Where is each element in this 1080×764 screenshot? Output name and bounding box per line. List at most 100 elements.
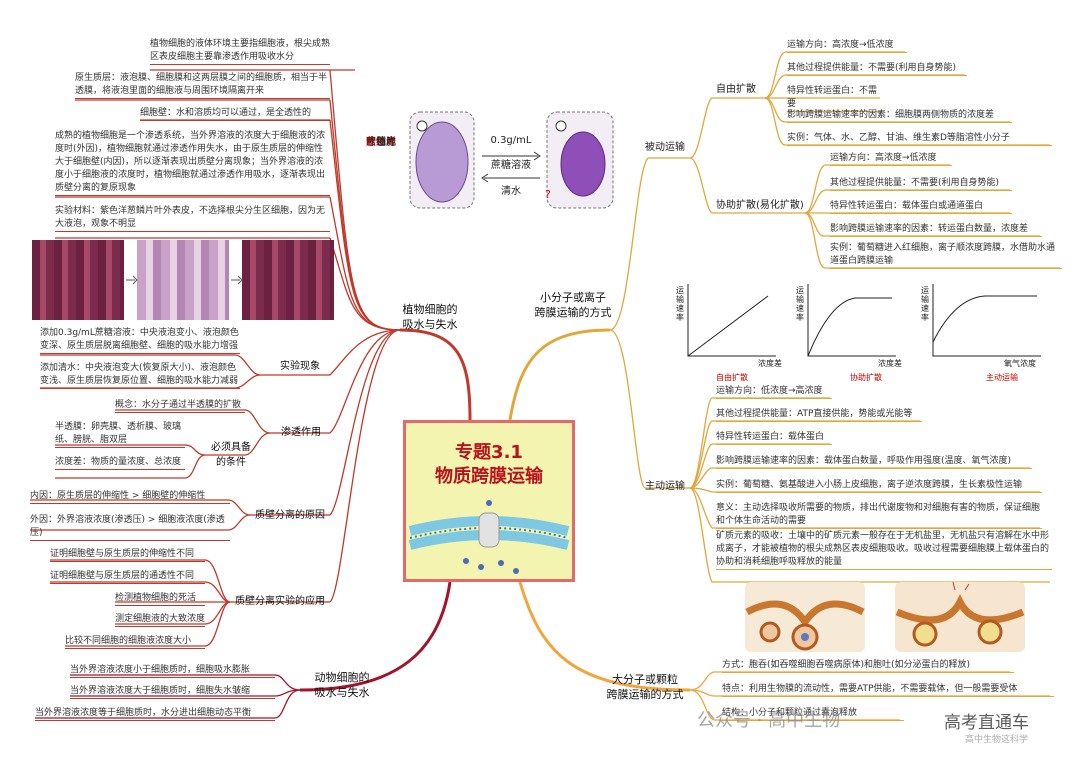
graph2-xlabel: 浓度差: [878, 359, 902, 368]
condition-concentration: 浓度差：物质的量浓度、总浓度: [55, 456, 185, 470]
active-item-3: 特异性转运蛋白：载体蛋白: [716, 431, 832, 445]
exocytosis-illustration: [895, 582, 1025, 652]
animal-label-line1: 动物细胞的: [314, 671, 370, 684]
graph1-xlabel: 浓度差: [758, 359, 782, 368]
micrograph-plasmolysis-after: [242, 240, 334, 320]
application-2: 证明细胞壁与原生质层的通透性不同: [50, 570, 205, 584]
graph1-caption: 自由扩散: [716, 373, 748, 382]
experiment-label: 实验现象: [280, 361, 320, 372]
watermark-subtitle: 高中生物这科学: [965, 735, 1029, 745]
passive-transport-label: 被动运输: [645, 142, 685, 153]
reason-external: 外因：外界溶液浓度(渗透压) > 细胞液浓度(渗透压): [30, 514, 230, 541]
sucrose-solution-label: 蔗糖溶液: [491, 160, 531, 171]
plant-note-4: 成熟的植物细胞是一个渗透系统，当外界溶液的浓度大于细胞液的浓度时(外因)，植物细…: [55, 130, 330, 196]
endocytosis-illustration: [745, 582, 865, 652]
question-mark: ?: [545, 188, 551, 201]
plasmolysis-reason-label: 质壁分离的原因: [255, 510, 325, 521]
active-item-2: 其他过程提供能量：ATP直接供能，势能或光能等: [716, 408, 922, 422]
water-label: 清水: [501, 186, 521, 197]
exchange-arrows: [481, 151, 541, 183]
facilitated-item-1: 运输方向：高浓度→低浓度: [830, 152, 952, 166]
active-item-5: 实例：葡萄糖、氨基酸进入小肠上皮细胞，离子逆浓度跨膜，生长素极性运输: [716, 479, 1042, 493]
large-label-line2: 跨膜运输的方式: [606, 688, 684, 701]
onion-cell-normal: [409, 111, 475, 209]
graph3-ylabel: 运输速率: [921, 286, 929, 322]
cell-caption-line1: 紫色洋: [366, 137, 396, 148]
facilitated-item-3: 特异性转运蛋白：载体蛋白或通道蛋白: [830, 200, 1012, 214]
graph1-ylabel: 运输速率: [676, 286, 684, 322]
osmosis-concept: 概念：水分子通过半透膜的扩散: [115, 399, 245, 413]
watermark-account: 公众号 · 高中生物: [697, 710, 841, 731]
large-item-structure: 结构：小分子和颗粒通过囊泡释放: [722, 707, 904, 721]
active-item-4: 影响跨膜运输速率的因素：载体蛋白数量，呼吸作用强度(温度、氧气浓度): [716, 455, 1032, 469]
center-title-line2: 物质跨膜运输: [435, 466, 543, 487]
graph2-caption: 协助扩散: [850, 373, 882, 382]
onion-cell-plasmolyzed: [546, 111, 614, 209]
graph-active-transport: [932, 284, 1041, 357]
center-topic: 专题3.1 物质跨膜运输: [403, 420, 575, 582]
animal-item-2: 当外界溶液浓度大于细胞质时，细胞失水皱缩: [70, 685, 275, 699]
watermark-brand: 高考直通车: [944, 713, 1029, 733]
required-conditions-label: 必须具备 的条件: [203, 440, 259, 470]
plant-cell-branch-label: 植物细胞的 吸水与失水: [380, 302, 480, 332]
animal-item-3: 当外界溶液浓度等于细胞质时，水分进出细胞动态平衡: [35, 707, 275, 721]
cell-caption-part-c: 皮: [366, 137, 376, 148]
cell-caption-part-a: 叶: [366, 137, 376, 148]
application-4: 测定细胞液的大致浓度: [115, 613, 205, 627]
plant-label-line2: 吸水与失水: [402, 318, 458, 331]
free-item-2: 其他过程提供能量：不需要(利用自身势能): [787, 62, 967, 76]
condition-membrane: 半透膜：卵壳膜、透析膜、玻璃纸、膀胱、脂双层: [55, 421, 185, 448]
conditions-line1: 必须具备: [211, 442, 251, 453]
active-transport-label: 主动运输: [645, 481, 685, 492]
large-label-line1: 大分子或颗粒: [612, 673, 678, 686]
micrograph-arrows: [126, 275, 243, 285]
graph2-ylabel: 运输速率: [796, 286, 804, 322]
free-item-3: 特异性转运蛋白：不需要: [787, 85, 882, 112]
application-1: 证明细胞壁与原生质层的伸缩性不同: [50, 548, 205, 562]
free-diffusion-label: 自由扩散: [716, 84, 756, 95]
animal-item-1: 当外界溶液浓度小于细胞质时，细胞吸水膨胀: [70, 664, 275, 678]
small-molecule-branch-label: 小分子或离子 跨膜运输的方式: [520, 290, 626, 320]
reason-internal: 内因：原生质层的伸缩性 > 细胞壁的伸缩性: [30, 490, 230, 504]
applications-label: 质壁分离实验的应用: [235, 596, 325, 607]
graph3-xlabel: 氧气浓度: [1004, 359, 1036, 368]
facilitated-diffusion-label: 协助扩散(易化扩散): [716, 200, 804, 211]
plant-note-3: 细胞壁：水和溶质均可以通过，是全透性的: [140, 107, 330, 121]
active-item-1: 运输方向：低浓度→高浓度: [716, 385, 832, 399]
cell-caption-part-d: 细胞: [376, 137, 396, 148]
cell-caption-part-b: 外表: [376, 137, 396, 148]
large-molecule-branch-label: 大分子或颗粒 跨膜运输的方式: [590, 672, 700, 702]
plant-note-1: 植物细胞的液体环境主要指细胞液，根尖成熟区表皮细胞主要靠渗透作用吸收水分: [150, 38, 330, 65]
experiment-sucrose: 添加0.3g/mL蔗糖溶液：中央液泡变小、液泡颜色变深、原生质层脱离细胞壁、细胞…: [40, 327, 240, 354]
center-title-line1: 专题3.1: [455, 442, 523, 463]
free-item-1: 运输方向：高浓度→低浓度: [787, 39, 907, 53]
animal-cell-branch-label: 动物细胞的 吸水与失水: [292, 670, 392, 700]
application-5: 比较不同细胞的细胞液浓度大小: [65, 635, 205, 649]
free-item-4: 影响跨膜运输速率的因素：细胞膜两侧物质的浓度差: [787, 109, 1012, 123]
active-item-6: 意义：主动选择吸收所需要的物质，排出代谢废物和对细胞有害的物质，保证细胞和个体生…: [716, 502, 1042, 529]
small-label-line1: 小分子或离子: [540, 291, 606, 304]
plant-note-5: 实验材料：紫色洋葱鳞片叶外表皮，不选择根尖分生区细胞，因为无大液泡，观象不明显: [55, 205, 330, 232]
cell-membrane-illustration: [408, 500, 570, 574]
cell-caption-line2: 葱鳞片: [366, 137, 396, 148]
graph-free-diffusion: [687, 284, 776, 357]
graph3-caption: 主动运输: [986, 373, 1018, 382]
micrograph-plasmolysis-before: [32, 240, 124, 320]
conditions-line2: 的条件: [216, 457, 246, 468]
plant-note-2: 原生质层：液泡膜、细胞膜和这两层膜之间的细胞质，相当于半透膜，将液泡里面的细胞液…: [75, 72, 330, 99]
active-item-7: 矿质元素的吸收：土壤中的矿质元素一般存在于无机盐里，无机盐只有溶解在水中形成离子…: [716, 530, 1052, 570]
sucrose-concentration: 0.3g/mL: [490, 135, 532, 146]
facilitated-item-2: 其他过程提供能量：不需要(利用自身势能): [830, 177, 1012, 191]
plant-label-line1: 植物细胞的: [402, 303, 458, 316]
large-item-feature: 特点：利用生物膜的流动性，需要ATP供能，不需要载体，但一般需要受体: [722, 683, 1054, 697]
free-item-5: 实例：气体、水、乙醇、甘油、维生素D等脂溶性小分子: [787, 132, 1052, 146]
center-title: 专题3.1 物质跨膜运输: [406, 441, 572, 489]
micrograph-plasmolysis-middle: [137, 240, 229, 320]
facilitated-item-4: 影响跨膜运输速率的因素：转运蛋白数量，浓度差: [830, 223, 1042, 237]
animal-label-line2: 吸水与失水: [314, 686, 370, 699]
facilitated-item-5: 实例：葡萄糖进入红细胞，离子顺浓度跨膜，水借助水通道蛋白跨膜运输: [830, 242, 1062, 269]
osmosis-label: 渗透作用: [281, 427, 321, 438]
large-item-method: 方式：胞吞(如吞噬细胞吞噬病原体)和胞吐(如分泌蛋白的释放): [722, 659, 1014, 673]
small-label-line2: 跨膜运输的方式: [534, 306, 612, 319]
graph-facilitated-diffusion: [807, 284, 896, 357]
